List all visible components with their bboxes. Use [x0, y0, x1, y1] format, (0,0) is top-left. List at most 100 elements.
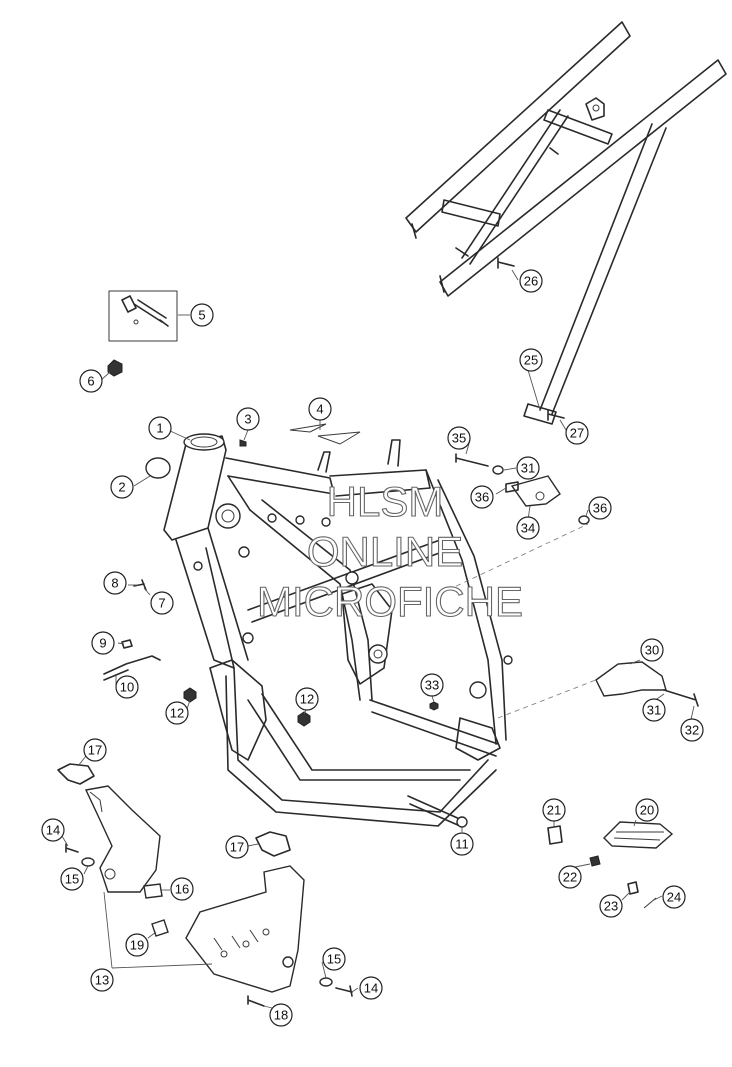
callout: 31: [642, 698, 666, 722]
svg-text:30: 30: [645, 643, 659, 658]
callout: 35: [447, 426, 471, 450]
callout: 20: [635, 798, 659, 822]
callout: 32: [680, 718, 704, 742]
svg-text:12: 12: [170, 706, 184, 721]
callout: 27: [565, 421, 589, 445]
decal-4: [289, 423, 361, 445]
screw-18: [247, 995, 265, 1007]
nut-6: [107, 359, 123, 377]
callout: 6: [79, 369, 103, 393]
svg-text:11: 11: [455, 837, 469, 852]
callout: 8: [103, 571, 127, 595]
pin-21: [547, 825, 563, 845]
svg-text:31: 31: [521, 461, 535, 476]
svg-text:36: 36: [593, 501, 607, 516]
callout: 3: [236, 407, 260, 431]
callout: 31: [516, 456, 540, 480]
svg-text:7: 7: [158, 596, 165, 611]
svg-text:9: 9: [99, 636, 106, 651]
spacer-16: [143, 883, 163, 899]
washer-31-top: [492, 465, 504, 475]
callout: 25: [519, 348, 543, 372]
subframe-bolt-27: [547, 409, 565, 421]
callout: 12: [165, 701, 189, 725]
guide-line-34: [447, 523, 589, 591]
callout: 9: [91, 631, 115, 655]
svg-text:36: 36: [475, 490, 489, 505]
leader-lines: [61, 269, 695, 1009]
callout: 5: [190, 303, 214, 327]
watermark-line-3: MICROFICHE: [257, 578, 523, 625]
subframe-bolt-26: [497, 257, 515, 269]
screw-14-left: [65, 843, 79, 853]
washer-15-left: [81, 857, 95, 867]
svg-text:23: 23: [604, 899, 618, 914]
svg-text:21: 21: [547, 803, 561, 818]
part-23: [627, 881, 639, 895]
svg-text:8: 8: [111, 576, 118, 591]
callout: 17: [83, 738, 107, 762]
cable-tie-17-right: [255, 831, 291, 857]
nut-12-left: [183, 687, 197, 703]
cable-tie-17-left: [57, 763, 95, 785]
plug-2: [145, 457, 171, 479]
svg-text:25: 25: [524, 353, 538, 368]
callout: 23: [599, 894, 623, 918]
callout: 26: [519, 269, 543, 293]
callout: 10: [115, 675, 139, 699]
svg-text:26: 26: [524, 274, 538, 289]
svg-text:19: 19: [130, 938, 144, 953]
part-9: [121, 639, 133, 649]
chain-guide-30: [595, 661, 667, 697]
callout: 33: [420, 673, 444, 697]
svg-text:14: 14: [46, 823, 60, 838]
callout: 12: [295, 687, 319, 711]
callout: 19: [125, 933, 149, 957]
callout: 14: [41, 818, 65, 842]
svg-text:32: 32: [685, 723, 699, 738]
svg-text:15: 15: [65, 872, 79, 887]
callout: 21: [542, 798, 566, 822]
screw-14-right: [335, 985, 353, 997]
engine-guard-left: [84, 785, 161, 893]
main-frame: [163, 433, 513, 828]
watermark-line-1: HLSM: [327, 478, 444, 525]
svg-text:35: 35: [452, 431, 466, 446]
nut-12-right: [297, 711, 311, 727]
watermark-line-2: ONLINE: [307, 528, 463, 575]
footpeg-20: [603, 821, 674, 849]
bracket-34: [510, 475, 561, 507]
svg-text:15: 15: [327, 952, 341, 967]
washer-15-right: [319, 977, 333, 987]
svg-text:3: 3: [244, 412, 251, 427]
engine-guard-right: [185, 865, 305, 993]
svg-text:2: 2: [118, 480, 125, 495]
svg-text:27: 27: [570, 426, 584, 441]
callout: 22: [558, 865, 582, 889]
nut-33: [429, 701, 439, 711]
callout: 17: [225, 835, 249, 859]
bolt-32: [663, 689, 699, 707]
svg-text:10: 10: [120, 680, 134, 695]
svg-text:6: 6: [87, 374, 94, 389]
callout: 4: [308, 397, 332, 421]
svg-text:5: 5: [198, 308, 205, 323]
svg-text:17: 17: [88, 743, 102, 758]
callout: 24: [662, 885, 686, 909]
screw-3: [239, 439, 247, 447]
svg-text:31: 31: [647, 703, 661, 718]
nut-36-right: [578, 515, 590, 525]
svg-text:17: 17: [230, 840, 244, 855]
svg-text:18: 18: [274, 1008, 288, 1023]
steering-kit-box: [108, 290, 178, 342]
svg-text:22: 22: [563, 870, 577, 885]
svg-text:12: 12: [300, 692, 314, 707]
svg-text:14: 14: [364, 981, 378, 996]
callout: 15: [60, 867, 84, 891]
svg-text:16: 16: [175, 882, 189, 897]
svg-text:20: 20: [640, 803, 654, 818]
bolt-7-8: [133, 579, 147, 591]
callout: 14: [359, 976, 383, 1000]
svg-text:1: 1: [156, 421, 163, 436]
